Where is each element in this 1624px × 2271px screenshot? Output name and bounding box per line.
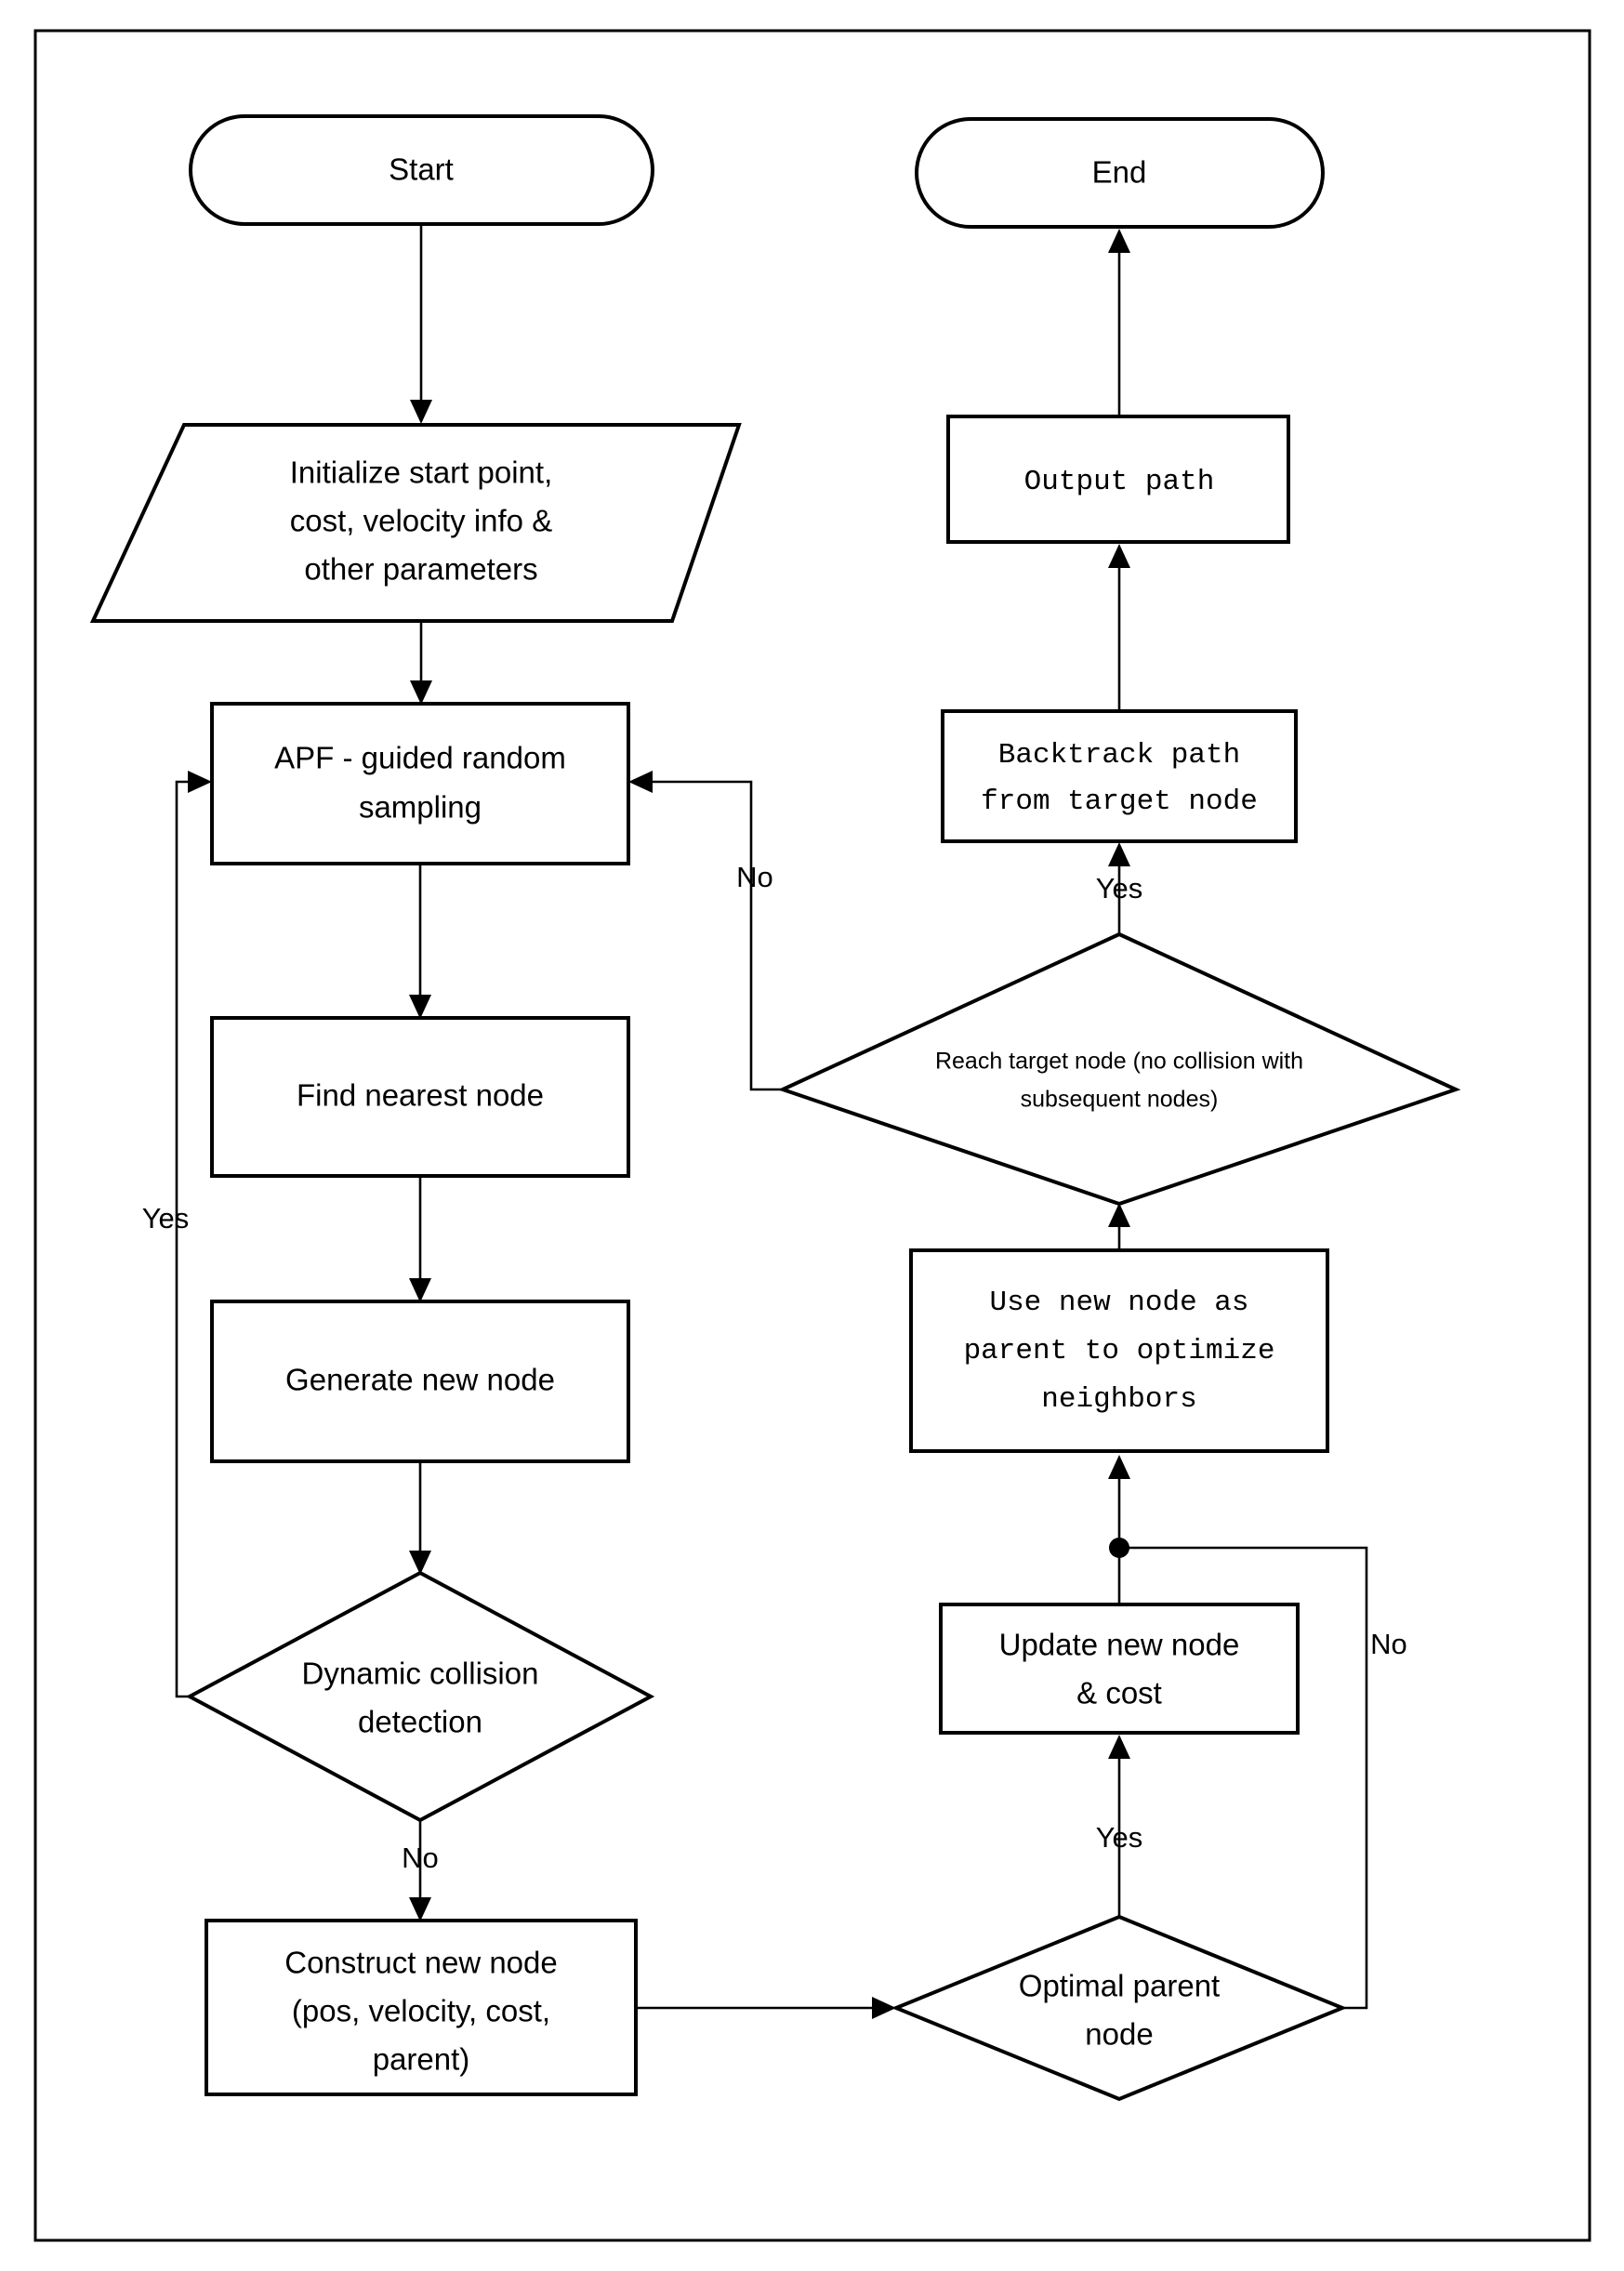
edge-apf-to-find-nearest (409, 864, 431, 1019)
arrow-head-icon (1108, 1455, 1130, 1479)
update-new-line-1: Update new node (999, 1628, 1240, 1662)
edge-use-new-node-to-reach-target (1108, 1203, 1130, 1250)
reach-target-shape (777, 931, 1461, 1207)
edge-line (175, 780, 197, 1698)
node-start: Start (189, 114, 654, 226)
edge-find-nearest-to-generate (409, 1176, 431, 1302)
find-nearest-label: Find nearest node (297, 1078, 544, 1113)
reach-target-line-2: subsequent nodes) (1021, 1087, 1219, 1113)
construct-new-line-3: parent) (373, 2042, 470, 2077)
collision-line-2: detection (358, 1705, 482, 1739)
optimal-parent-line-2: node (1085, 2017, 1153, 2052)
output-path-shape (946, 415, 1290, 544)
edge-construct-to-optimal-parent (636, 1997, 896, 2019)
initialize-line-1: Initialize start point, (290, 456, 552, 490)
arrow-head-icon (409, 1897, 431, 1921)
edge-label-collision-yes: Yes (142, 1202, 190, 1235)
edge-reach-target-no-to-apf: No (628, 771, 783, 1091)
initialize-line-3: other parameters (304, 552, 537, 587)
node-update-new: Update new node & cost (939, 1603, 1300, 1735)
update-new-shape (939, 1603, 1300, 1735)
use-new-node-line-2: parent to optimize (964, 1335, 1275, 1367)
node-reach-target: Reach target node (no collision with sub… (777, 931, 1461, 1207)
edge-collision-no-to-construct: No (402, 1820, 439, 1921)
backtrack-line-1: Backtrack path (998, 739, 1240, 772)
initialize-line-2: cost, velocity info & (290, 504, 552, 538)
start-label: Start (389, 152, 454, 187)
edge-line (1119, 1546, 1368, 2010)
apf-sampling-shape (210, 702, 630, 865)
edge-update-to-use-new-node (1108, 1455, 1130, 1604)
edge-label-optimal-parent-yes: Yes (1096, 1821, 1143, 1854)
end-shape (915, 117, 1325, 229)
arrow-head-icon (628, 771, 653, 793)
construct-new-line-2: (pos, velocity, cost, (292, 1994, 550, 2028)
initialize-shape (89, 423, 742, 623)
node-collision-detection: Dynamic collision detection (185, 1570, 655, 1823)
reach-target-line-1: Reach target node (no collision with (935, 1049, 1303, 1075)
use-new-node-shape (909, 1248, 1329, 1453)
generate-new-label: Generate new node (285, 1363, 555, 1397)
use-new-node-line-1: Use new node as (989, 1287, 1248, 1319)
apf-sampling-line-2: sampling (359, 790, 482, 825)
collision-line-1: Dynamic collision (302, 1657, 539, 1691)
edge-optimal-parent-yes-to-update: Yes (1096, 1735, 1143, 1917)
optimal-parent-shape (891, 1914, 1348, 2102)
node-construct-new: Construct new node (pos, velocity, cost,… (205, 1919, 638, 2096)
node-backtrack: Backtrack path from target node (941, 709, 1298, 843)
edge-line (643, 780, 783, 1091)
arrow-head-icon (1108, 229, 1130, 253)
edge-backtrack-to-output (1108, 544, 1130, 711)
node-initialize: Initialize start point, cost, velocity i… (89, 423, 742, 623)
edge-reach-target-yes-to-backtrack: Yes (1096, 842, 1143, 934)
optimal-parent-line-1: Optimal parent (1019, 1969, 1220, 2003)
edge-label-collision-no: No (402, 1842, 439, 1874)
edge-output-to-end (1108, 229, 1130, 416)
use-new-node-line-3: neighbors (1041, 1383, 1196, 1416)
backtrack-line-2: from target node (981, 786, 1258, 818)
backtrack-shape (941, 709, 1298, 843)
edge-optimal-parent-no-to-junction: No (1119, 1546, 1407, 2010)
node-output-path: Output path (946, 415, 1290, 544)
construct-new-line-1: Construct new node (284, 1946, 558, 1980)
edge-label-optimal-parent-no: No (1370, 1628, 1407, 1660)
update-new-line-2: & cost (1076, 1676, 1162, 1710)
arrow-head-icon (1108, 1203, 1130, 1227)
find-nearest-shape (210, 1016, 630, 1178)
arrow-head-icon (409, 995, 431, 1019)
edge-generate-to-collision (409, 1461, 431, 1575)
node-find-nearest: Find nearest node (210, 1016, 630, 1178)
arrow-head-icon (409, 1278, 431, 1302)
output-path-label: Output path (1024, 466, 1215, 498)
end-label: End (1092, 155, 1147, 190)
construct-new-shape (205, 1919, 638, 2096)
arrow-head-icon (188, 771, 212, 793)
generate-new-shape (210, 1300, 630, 1463)
page-border (33, 29, 1591, 2242)
edge-collision-yes-to-apf: Yes (142, 771, 212, 1698)
node-apf-sampling: APF - guided random sampling (210, 702, 630, 865)
arrow-head-icon (1108, 544, 1130, 568)
edge-initialize-to-apf (410, 621, 432, 705)
edge-start-to-initialize (410, 224, 432, 424)
collision-detection-shape (185, 1570, 655, 1823)
apf-sampling-line-1: APF - guided random (274, 741, 566, 775)
arrow-head-icon (1108, 1735, 1130, 1759)
arrow-head-icon (410, 400, 432, 424)
arrow-head-icon (409, 1551, 431, 1575)
edge-label-reach-target-yes: Yes (1096, 872, 1143, 904)
edge-label-reach-target-no: No (736, 861, 773, 893)
arrow-head-icon (872, 1997, 896, 2019)
node-generate-new: Generate new node (210, 1300, 630, 1463)
node-use-new-node: Use new node as parent to optimize neigh… (909, 1248, 1329, 1453)
node-end: End (915, 117, 1325, 229)
arrow-head-icon (1108, 842, 1130, 866)
node-optimal-parent: Optimal parent node (891, 1914, 1348, 2102)
arrow-head-icon (410, 680, 432, 705)
